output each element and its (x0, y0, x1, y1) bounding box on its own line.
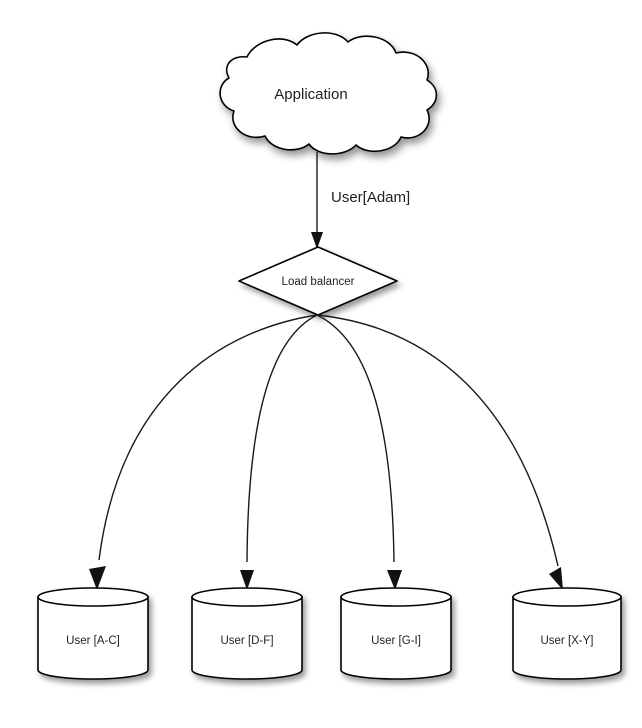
cylinder-body-3 (340, 596, 452, 680)
node-database-2[interactable]: User [D-F] (191, 587, 303, 680)
edge-application-to-loadbalancer: User[Adam] (311, 152, 410, 249)
edge-curve-db4 (316, 314, 559, 567)
cylinder-top-4 (512, 587, 622, 607)
edge-curve-db3 (316, 314, 395, 563)
database-label-2: User [D-F] (220, 635, 273, 647)
arrowhead-app-lb (311, 232, 323, 249)
arrowhead-db4 (549, 567, 563, 590)
cylinder-body-1 (37, 596, 149, 680)
edge-lb-to-db-df (240, 314, 318, 590)
arrowhead-db2 (240, 570, 254, 590)
cylinder-body-2 (191, 596, 303, 680)
edge-curve-db2 (246, 314, 318, 563)
cylinder-top-2 (191, 587, 303, 607)
node-load-balancer[interactable]: Load balancer (238, 246, 398, 316)
arrowhead-db3 (387, 570, 402, 590)
cloud-label: Application (274, 86, 347, 103)
arrowhead-db1 (89, 566, 106, 590)
database-label-1: User [A-C] (66, 635, 120, 647)
cylinder-top-3 (340, 587, 452, 607)
database-label-3: User [G-I] (371, 635, 421, 647)
database-label-4: User [X-Y] (540, 635, 593, 647)
cylinder-body-4 (512, 596, 622, 680)
node-database-1[interactable]: User [A-C] (37, 587, 149, 680)
edge-curve-db1 (98, 314, 318, 561)
node-database-4[interactable]: User [X-Y] (512, 587, 622, 680)
cylinder-top-1 (37, 587, 149, 607)
edge-lb-to-db-ac (89, 314, 318, 590)
edge-lb-to-db-gi (316, 314, 402, 590)
node-database-3[interactable]: User [G-I] (340, 587, 452, 680)
diamond-label: Load balancer (282, 276, 355, 288)
edge-lb-to-db-xy (316, 314, 563, 590)
edge-label-user-adam: User[Adam] (331, 189, 410, 206)
node-application-cloud[interactable]: Application (219, 32, 438, 155)
